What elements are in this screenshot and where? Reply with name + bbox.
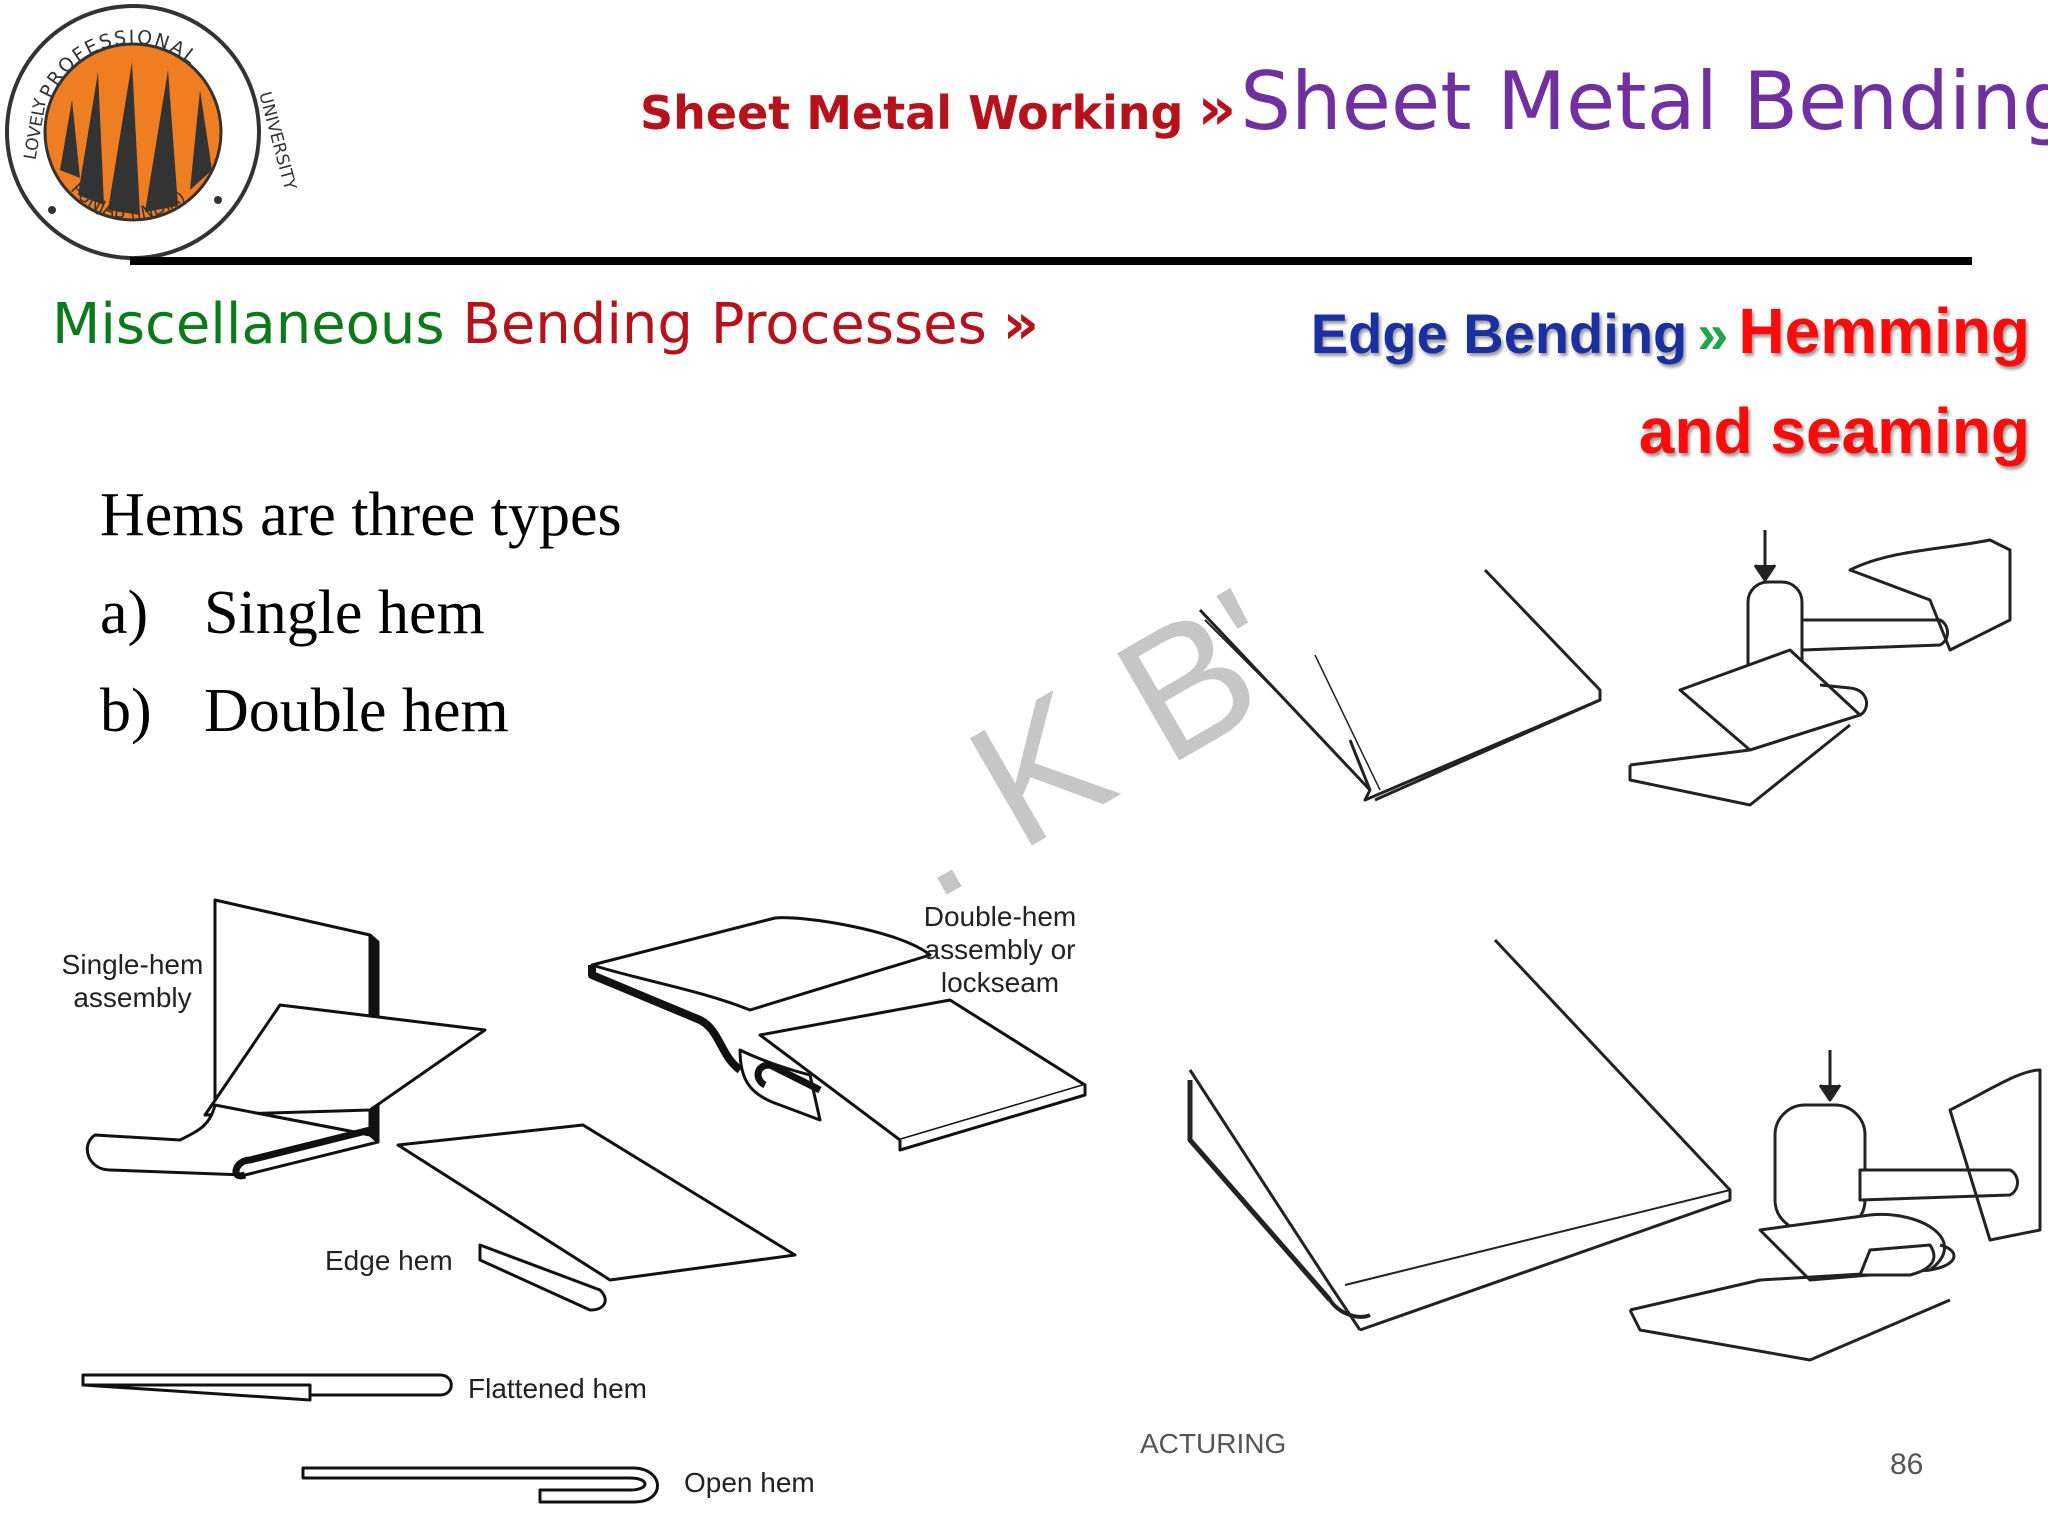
subheader-misc: Miscellaneous [52,292,445,357]
label-single-hem: Single-hem assembly [50,948,215,1014]
page-number: 86 [1890,1448,1924,1481]
subheader-hemming: Hemming [1738,295,2030,367]
left-subheader: Miscellaneous Bending Processes» [52,292,1039,357]
label-line: assembly or [924,934,1076,965]
label-line: assembly [73,982,192,1013]
header-rule [130,257,1972,265]
university-logo: PROFESSIONAL LOVELY UNIVERSITY PUNJAB (I… [5,4,300,260]
subheader-seaming: and seaming [1638,395,2030,467]
list-item: b) Double hem [100,676,509,747]
label-double-hem: Double-hem assembly or lockseam [910,900,1090,999]
hem-types-diagram [81,898,1087,1504]
section-title: Sheet Metal Working [640,86,1184,140]
list-marker: b) [100,677,152,745]
label-edge-hem: Edge hem [325,1245,453,1276]
page-title: Sheet Metal Bending [1240,55,2048,148]
label-line: Single-hem [61,949,204,980]
label-flattened-hem: Flattened hem [468,1373,647,1404]
subheader-edge-bending: Edge Bending [1310,302,1688,365]
list-text: Single hem [204,579,485,647]
list-item: a) Single hem [100,578,485,649]
list-marker: a) [100,579,149,647]
label-line: lockseam [940,967,1060,998]
subheader-right-sep: » [1697,302,1729,365]
label-open-hem: Open hem [684,1467,815,1498]
header-title: Sheet Metal Working»Sheet Metal Bending [640,55,2048,148]
footer-text: ACTURING [1140,1428,1287,1459]
hemming-illustration [1187,530,2042,1362]
body-intro: Hems are three types [100,481,622,549]
logo-right-text: UNIVERSITY [254,90,300,193]
subheader-bending: Bending Processes [462,292,987,357]
label-line: Double-hem [923,901,1077,932]
subheader-left-sep: » [1002,292,1039,357]
list-text: Double hem [204,677,509,745]
title-separator: » [1197,74,1237,144]
right-subheader: Edge Bending»Hemming and seaming [1240,290,2030,490]
